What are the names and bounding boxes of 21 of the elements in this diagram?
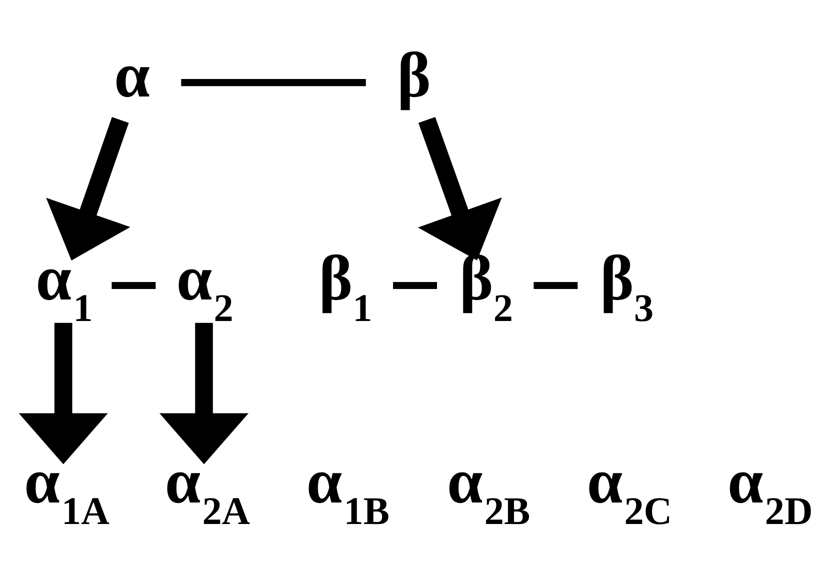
- node-text: α$_{2B}$: [447, 445, 530, 533]
- node-text: α$_{2A}$: [164, 445, 250, 533]
- connector: [393, 282, 437, 290]
- arrow: [418, 116, 502, 260]
- node-text: β$_{2}$: [460, 242, 513, 330]
- node-text: α$_{1A}$: [24, 445, 110, 533]
- node-text: α$_{2}$: [176, 242, 234, 330]
- node-text: β$_{1}$: [318, 242, 372, 330]
- node-text: α$_{2C}$: [586, 445, 672, 533]
- node-text: β$_{3}$: [600, 242, 654, 330]
- connector: [181, 78, 366, 86]
- connector: [534, 282, 578, 290]
- node-text: α: [114, 39, 150, 110]
- arrow: [18, 322, 108, 464]
- arrow: [159, 322, 249, 464]
- node-text: β: [397, 39, 431, 110]
- node-text: α$_{1}$: [36, 242, 93, 330]
- arrow: [46, 117, 130, 260]
- connector: [112, 282, 156, 290]
- node-text: α$_{1B}$: [306, 445, 390, 533]
- node-text: α$_{2D}$: [727, 445, 813, 533]
